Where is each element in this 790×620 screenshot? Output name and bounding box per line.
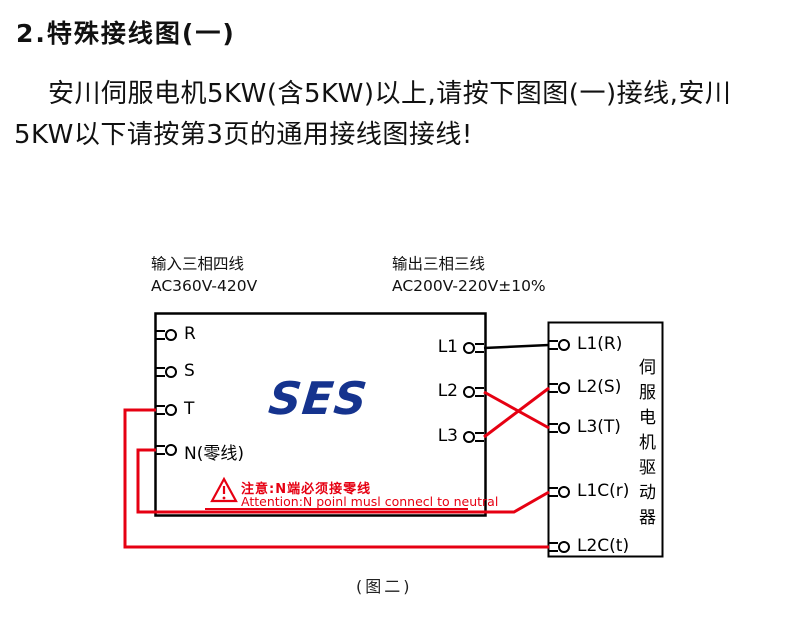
terminal-label-t: T	[184, 399, 195, 419]
input-spec-label: 输入三相四线 AC360V-420V	[151, 253, 257, 297]
input-spec-line-1: 输入三相四线	[151, 255, 245, 273]
warning-text-en: Attention:N poinl musl connecl to neutra…	[241, 494, 499, 509]
terminal-l1-symbol	[463, 342, 484, 354]
terminal-l2-symbol	[463, 386, 484, 398]
wire-l2-to-l3t-red	[483, 390, 550, 430]
intro-line-2: 5KW以下请按第3页的通用接线图接线!	[14, 120, 473, 150]
wire-n-loop-red	[136, 448, 550, 514]
warning-triangle-icon	[210, 476, 238, 503]
terminal-t-symbol	[156, 404, 177, 416]
terminal-r-symbol	[156, 329, 177, 341]
terminal-label-l2: L2	[437, 381, 458, 401]
terminal-label-l3t: L3(T)	[577, 417, 621, 437]
page-title: 2.特殊接线图(一)	[16, 19, 236, 48]
terminal-l2ct-symbol	[549, 541, 570, 553]
terminal-l3-symbol	[463, 431, 484, 443]
terminal-label-l1r: L1(R)	[577, 334, 623, 354]
figure-caption: (图二)	[356, 577, 413, 596]
output-spec-line-1: 输出三相三线	[392, 255, 486, 273]
servo-driver-box	[547, 321, 664, 558]
servo-driver-vertical-label: 伺服电机驱动器	[635, 358, 655, 533]
output-spec-line-2: AC200V-220V±10%	[392, 277, 546, 295]
intro-paragraph: 安川伺服电机5KW(含5KW)以上,请按下图图(一)接线,安川 5KW以下请按第…	[14, 74, 782, 156]
transformer-box	[154, 312, 487, 517]
terminal-n-symbol	[156, 444, 177, 456]
ses-logo: SES	[266, 372, 371, 425]
wire-l3-to-l2s-red	[483, 386, 550, 439]
terminal-s-symbol	[156, 366, 177, 378]
terminal-l3t-symbol	[549, 422, 570, 434]
terminal-l1cr-symbol	[549, 486, 570, 498]
terminal-label-s: S	[184, 361, 195, 381]
terminal-label-l2s: L2(S)	[577, 377, 622, 397]
intro-line-1: 安川伺服电机5KW(含5KW)以上,请按下图图(一)接线,安川	[48, 79, 732, 109]
terminal-label-r: R	[184, 324, 196, 344]
wire-t-loop-red	[123, 408, 549, 549]
warning-text-cn: 注意:N端必须接零线	[241, 482, 372, 497]
terminal-l2s-symbol	[549, 382, 570, 394]
terminal-label-l3: L3	[437, 426, 458, 446]
terminal-label-l1: L1	[437, 337, 458, 357]
terminal-l1r-symbol	[549, 339, 570, 351]
terminal-label-l2ct: L2C(t)	[577, 536, 630, 556]
output-spec-label: 输出三相三线 AC200V-220V±10%	[392, 253, 546, 297]
terminal-label-n: N(零线)	[184, 444, 244, 464]
wire-l1-to-l1r	[483, 343, 550, 350]
input-spec-line-2: AC360V-420V	[151, 277, 258, 295]
terminal-label-l1cr: L1C(r)	[577, 481, 630, 501]
